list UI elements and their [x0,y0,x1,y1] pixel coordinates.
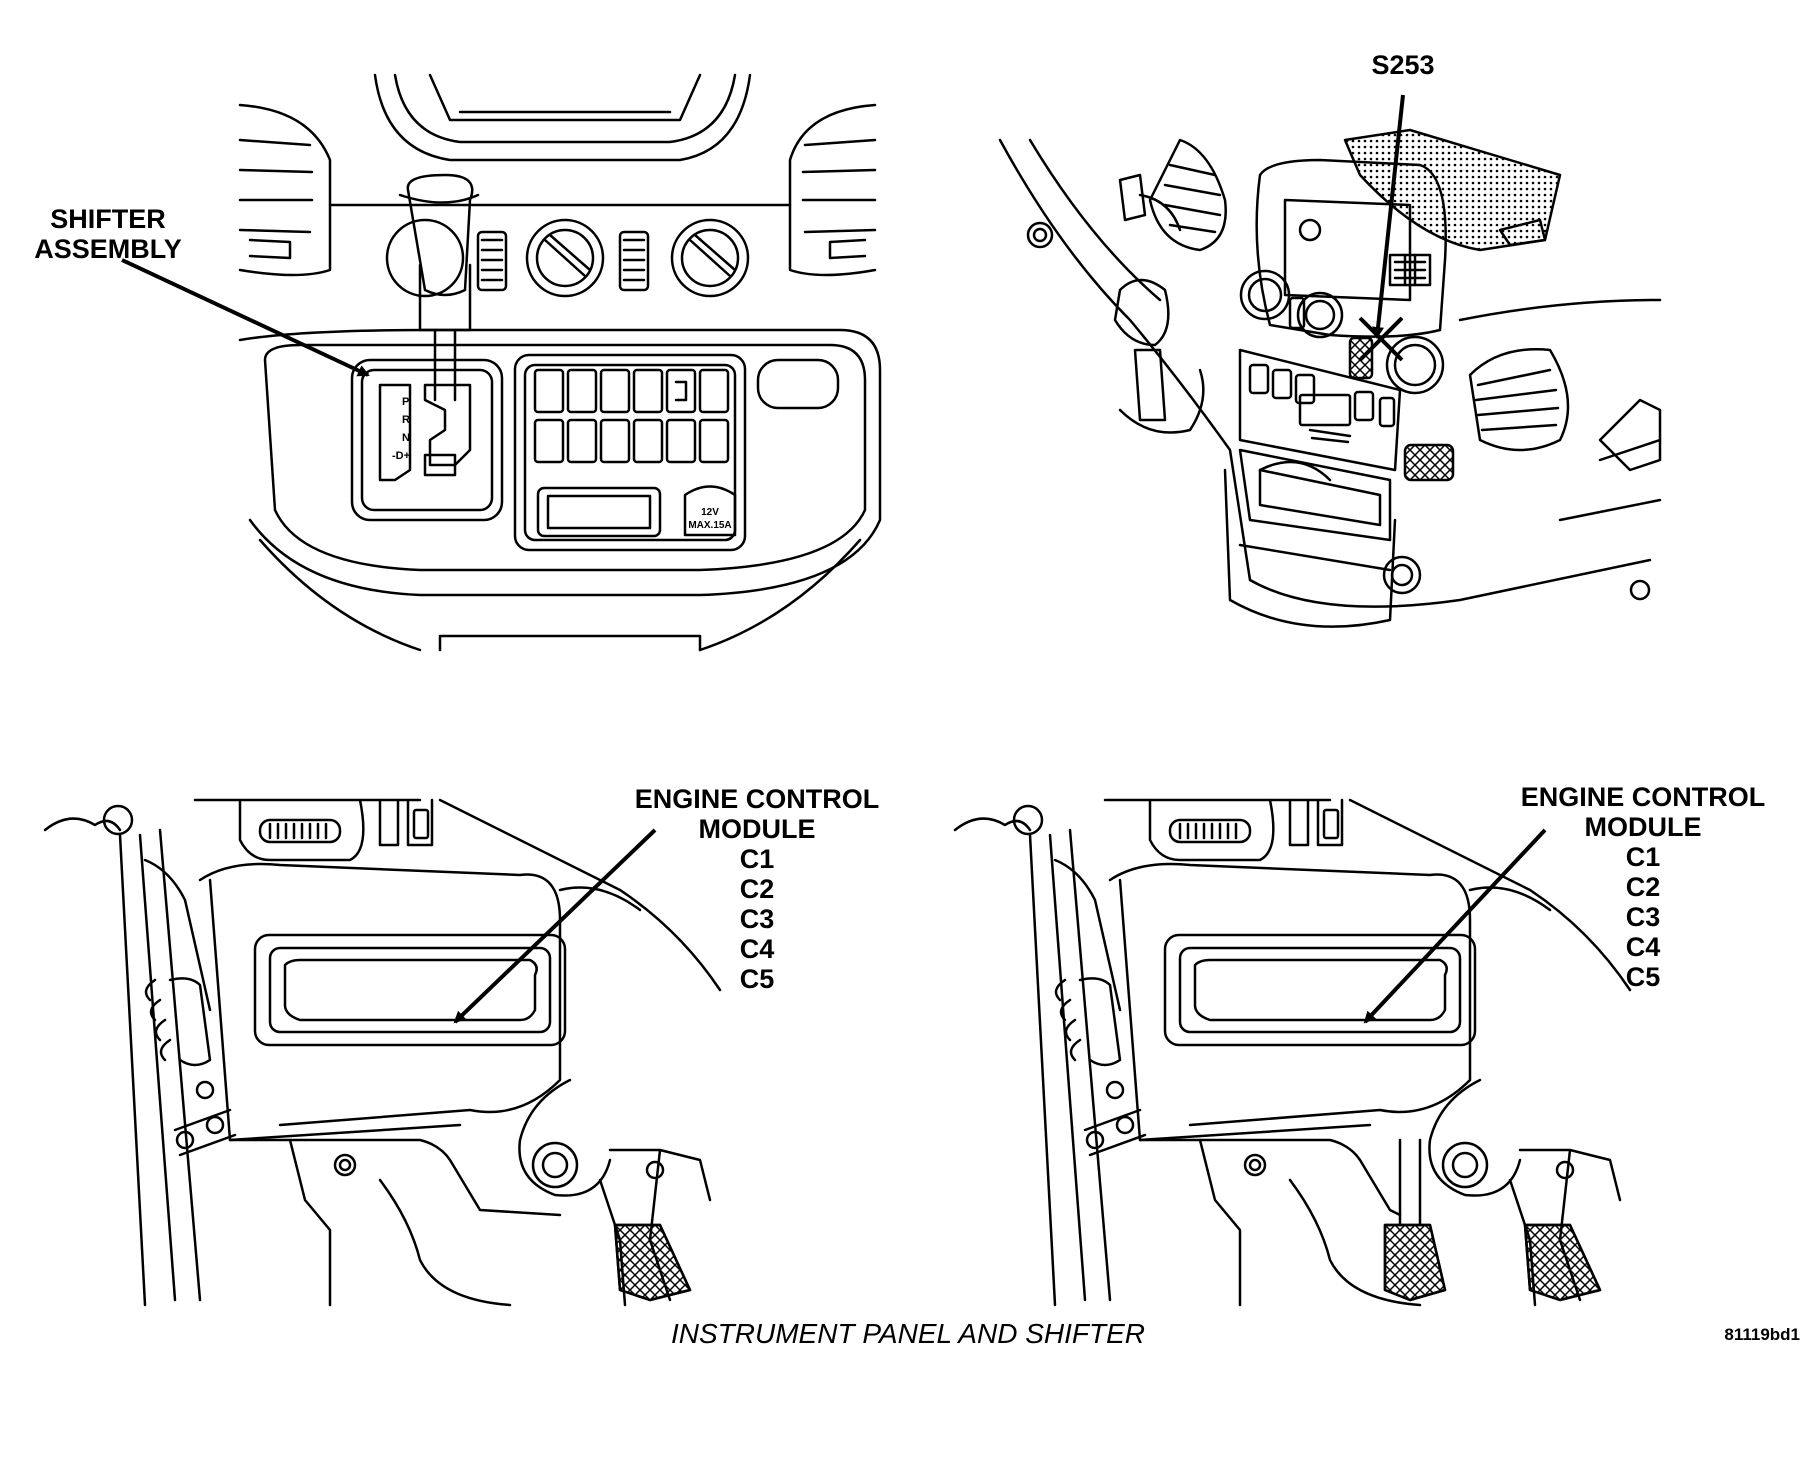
shifter-panel-illustration [240,75,880,650]
ecm-left-panel-illustration [45,800,720,1305]
shift-gate-labels: P R N -D+ [392,396,410,462]
outlet-labels: 12V MAX.15A [688,507,731,531]
shifter-label-line-2: ASSEMBLY [34,234,182,264]
ecm-left-connector-c5: C5 [739,964,775,994]
s253-label: S253 [1368,50,1438,80]
shifter-callout-arrow [122,260,370,375]
ecm-right-line-2: MODULE [1584,812,1702,842]
outlet-current-label: MAX.15A [688,520,731,531]
ecm-right-label: ENGINE CONTROL MODULE C1 C2 C3 C4 C5 [1518,782,1768,992]
ecm-left-connector-c1: C1 [739,844,775,874]
gate-label-n: N [402,432,410,444]
figure-caption: INSTRUMENT PANEL AND SHIFTER [671,1318,1145,1349]
ecm-right-callout-arrow [1365,830,1545,1024]
gate-label-d: -D+ [392,450,410,462]
ecm-right-line-1: ENGINE CONTROL [1520,782,1766,812]
s253-location-marker [1360,318,1402,360]
shifter-label-line-1: SHIFTER [50,204,166,234]
ecm-right-connector-c1: C1 [1625,842,1661,872]
s253-label-text: S253 [1371,50,1435,80]
ecm-right-connector-c2: C2 [1625,872,1661,902]
s253-callout-arrow [1372,95,1403,339]
ecm-right-connector-c4: C4 [1625,932,1661,962]
gate-label-p: P [402,396,409,408]
ecm-left-line-2: MODULE [698,814,816,844]
gate-label-r: R [402,414,410,426]
ecm-right-connector-c5: C5 [1625,962,1661,992]
ecm-right-connector-c3: C3 [1625,902,1661,932]
ecm-left-label: ENGINE CONTROL MODULE C1 C2 C3 C4 C5 [632,784,882,994]
ecm-left-connector-c3: C3 [739,904,775,934]
ecm-left-connector-c4: C4 [739,934,775,964]
ecm-right-panel-illustration [955,800,1630,1305]
ecm-left-callout-arrow [453,830,655,1022]
splice-panel-illustration [1000,130,1660,627]
outlet-voltage-label: 12V [701,507,719,518]
figure-id: 81119bd1 [1724,1325,1800,1344]
shifter-assembly-label: SHIFTER ASSEMBLY [28,204,188,264]
ecm-left-line-1: ENGINE CONTROL [634,784,880,814]
ecm-left-connector-c2: C2 [739,874,775,904]
